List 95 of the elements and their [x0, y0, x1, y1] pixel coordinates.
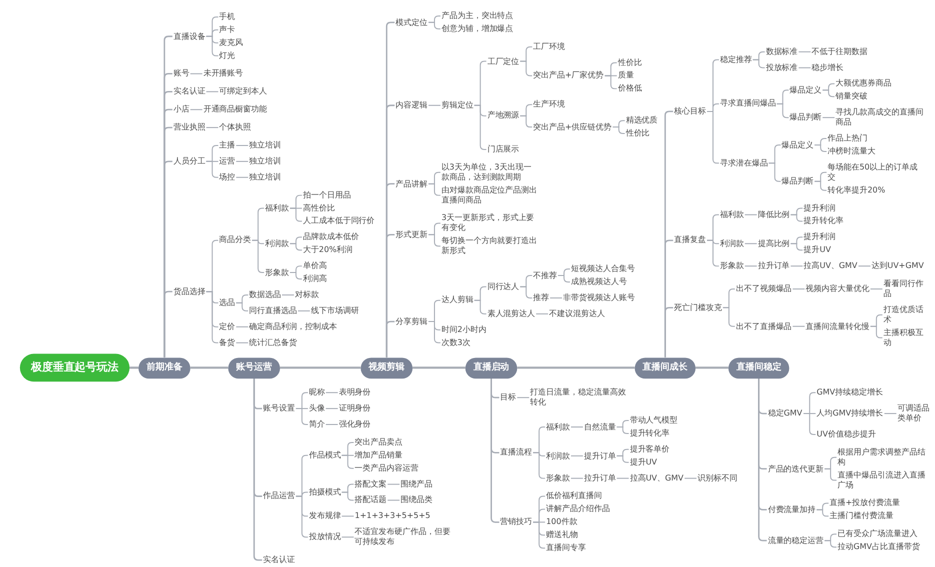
connector-line — [696, 366, 728, 369]
connector-line — [824, 468, 838, 481]
connector-line — [824, 540, 838, 548]
connector-line — [428, 234, 441, 247]
connector-line — [684, 478, 698, 479]
connector-line — [474, 300, 487, 314]
connector-line — [428, 104, 441, 106]
connector-line — [570, 455, 584, 456]
connector-line — [790, 266, 804, 267]
connector-line — [532, 522, 546, 549]
connector-line — [814, 180, 828, 191]
connector-line — [236, 326, 249, 328]
connector-line — [236, 176, 249, 178]
connector-line — [341, 492, 354, 501]
connector-line — [387, 484, 400, 485]
connector-line — [536, 313, 549, 314]
connector-line — [752, 59, 766, 68]
connector-line — [325, 408, 338, 410]
connector-line — [295, 408, 308, 425]
connector-line — [814, 144, 828, 152]
connector-line — [428, 183, 441, 196]
main-topic-pill: 视频剪辑 — [360, 357, 413, 378]
connector-line — [282, 294, 294, 296]
connector-line — [190, 366, 228, 369]
connector-line — [616, 455, 630, 463]
connector-line — [816, 509, 830, 517]
main-topic-pill: 直播间稳定 — [728, 357, 790, 378]
connector-line — [325, 392, 338, 394]
connector-line — [532, 452, 546, 479]
connector-line — [341, 516, 354, 517]
main-topic-pill: 直播间成长 — [634, 357, 696, 378]
main-topic-pill: 账号运营 — [228, 357, 280, 378]
connector-line — [790, 214, 804, 222]
connector-line — [604, 75, 618, 90]
connector-line — [520, 115, 533, 128]
connector-line — [428, 321, 441, 344]
central-topic-pill: 极度垂直起号玩法 — [20, 354, 130, 382]
connector-line — [236, 144, 249, 146]
connector-line — [289, 272, 302, 280]
connector-line — [428, 22, 441, 30]
connector-line — [822, 90, 836, 98]
connector-line — [822, 117, 836, 118]
connector-line — [516, 397, 530, 398]
connector-line — [206, 160, 219, 178]
connector-line — [803, 413, 816, 435]
connector-line — [870, 326, 883, 338]
connector-line — [190, 109, 203, 110]
connector-line — [295, 496, 308, 538]
connector-line — [722, 307, 736, 327]
connector-line — [236, 342, 249, 344]
connector-line — [341, 454, 354, 469]
connector-line — [190, 73, 203, 74]
connector-line — [744, 214, 758, 216]
connector-line — [776, 103, 790, 118]
connector-line — [792, 326, 806, 327]
connector-line — [206, 291, 219, 344]
connector-line — [280, 366, 361, 369]
connector-line — [798, 67, 812, 68]
connector-line — [612, 126, 626, 134]
main-topic-pill: 前期准备 — [138, 357, 190, 378]
connector-line — [570, 478, 584, 479]
connector-line — [798, 51, 812, 52]
connector-line — [744, 243, 758, 244]
connector-line — [206, 127, 219, 128]
connector-line — [616, 426, 630, 434]
connector-line — [792, 288, 806, 290]
connector-line — [858, 266, 871, 267]
connector-line — [517, 366, 635, 369]
connector-line — [387, 500, 400, 501]
connector-line — [520, 60, 533, 76]
connector-line — [520, 286, 533, 298]
connector-line — [341, 536, 354, 538]
connector-line — [206, 91, 219, 92]
connector-line — [558, 275, 570, 282]
connector-line — [768, 162, 782, 182]
connector-line — [164, 290, 172, 358]
connector-line — [412, 366, 466, 369]
connector-line — [206, 36, 219, 56]
connector-line — [744, 266, 758, 267]
connector-line — [325, 424, 338, 425]
connector-line — [790, 243, 804, 251]
connector-line — [289, 208, 302, 222]
connector-line — [297, 310, 310, 312]
connector-line — [550, 297, 563, 298]
main-topic-pill: 直播启动 — [465, 357, 518, 378]
connector-line — [664, 306, 674, 358]
connector-line — [884, 413, 897, 414]
connector-line — [570, 426, 584, 428]
connector-line — [870, 288, 883, 290]
connector-line — [289, 243, 302, 251]
connector-line — [616, 478, 630, 479]
connector-line — [236, 302, 249, 312]
connector-line — [236, 160, 249, 162]
connector-line — [386, 320, 395, 358]
connector-line — [130, 366, 138, 369]
